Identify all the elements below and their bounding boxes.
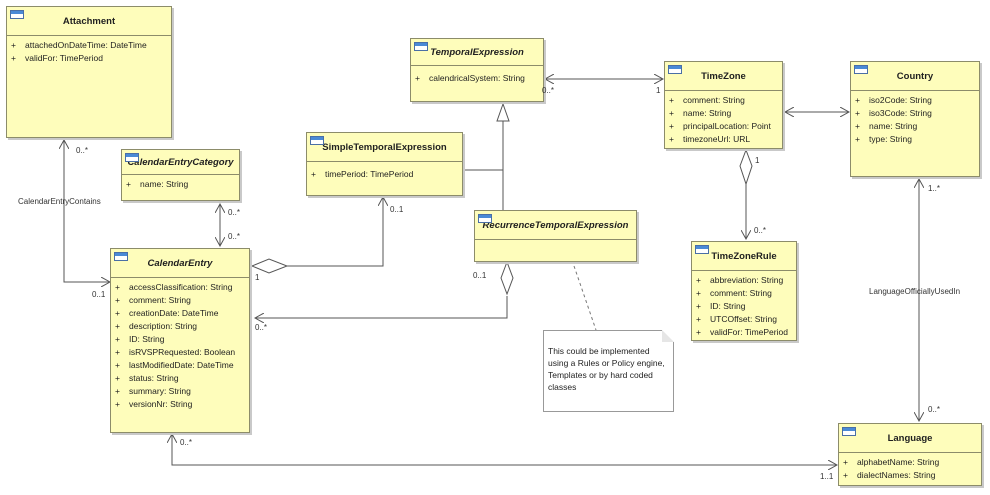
multiplicity: 1 <box>656 86 661 95</box>
attribute: +comment: String <box>669 95 745 105</box>
class-icon <box>842 427 856 436</box>
class-icon <box>10 10 24 19</box>
class-name: CalendarEntry <box>147 257 213 269</box>
class-temporal-expression[interactable]: TemporalExpression +calendricalSystem: S… <box>410 38 544 102</box>
multiplicity: 0..* <box>754 226 767 235</box>
multiplicity: 1 <box>755 156 760 165</box>
class-calendar-entry-category[interactable]: CalendarEntryCategory +name: String <box>121 149 240 201</box>
multiplicity: 0..* <box>180 438 193 447</box>
attribute: +accessClassification: String <box>115 282 233 292</box>
aggregation-diamond-timezone <box>739 148 753 186</box>
multiplicity: 1..* <box>928 184 941 193</box>
class-name: RecurrenceTemporalExpression <box>482 219 629 231</box>
class-icon <box>854 65 868 74</box>
implementation-note[interactable]: This could be implemented using a Rules … <box>543 330 674 412</box>
generalization-triangle <box>496 102 510 122</box>
attribute: +comment: String <box>696 288 772 298</box>
class-name: Attachment <box>62 15 116 27</box>
class-icon <box>125 153 139 162</box>
class-timezone-rule[interactable]: TimeZoneRule +abbreviation: String +comm… <box>691 241 797 341</box>
attribute: +ID: String <box>696 301 746 311</box>
class-language[interactable]: Language +alphabetName: String +dialectN… <box>838 423 982 486</box>
class-country[interactable]: Country +iso2Code: String +iso3Code: Str… <box>850 61 980 177</box>
attribute: +description: String <box>115 321 198 331</box>
multiplicity: 0..* <box>542 86 555 95</box>
class-name: Country <box>896 70 934 82</box>
aggregation-calendarentry-simple <box>287 197 383 267</box>
multiplicity: 0..* <box>255 323 268 332</box>
attribute: +summary: String <box>115 386 191 396</box>
attribute: +iso2Code: String <box>855 95 932 105</box>
class-icon <box>695 245 709 254</box>
attribute: +abbreviation: String <box>696 275 784 285</box>
attribute: +validFor: TimePeriod <box>696 327 788 337</box>
class-recurrence-temporal-expression[interactable]: RecurrenceTemporalExpression <box>474 210 637 262</box>
aggregation-diamond-simple <box>250 258 289 274</box>
multiplicity: 0..* <box>928 405 941 414</box>
note-anchor <box>573 265 597 331</box>
multiplicity: 0..* <box>228 208 241 217</box>
multiplicity: 1 <box>255 273 260 282</box>
class-timezone[interactable]: TimeZone +comment: String +name: String … <box>664 61 783 149</box>
attribute: +principalLocation: Point <box>669 121 771 131</box>
class-icon <box>668 65 682 74</box>
attribute: +attachedOnDateTime: DateTime <box>11 40 147 50</box>
multiplicity: 1..1 <box>820 472 834 481</box>
class-name: TemporalExpression <box>430 46 524 58</box>
assoc-attachment-calendarentry <box>64 140 110 282</box>
label-language-officially-used-in: LanguageOfficiallyUsedIn <box>869 287 961 296</box>
class-name: CalendarEntryCategory <box>127 156 234 168</box>
attribute: +name: String <box>855 121 918 131</box>
multiplicity: 0..* <box>76 146 89 155</box>
attribute: +isRVSPRequested: Boolean <box>115 347 236 357</box>
attribute: +creationDate: DateTime <box>115 308 219 318</box>
assoc-calendarentry-language <box>172 434 837 465</box>
aggregation-recurrence-calendarentry <box>255 296 508 318</box>
class-icon <box>114 252 128 261</box>
attribute: +versionNr: String <box>115 399 193 409</box>
attribute: +calendricalSystem: String <box>415 73 525 83</box>
attribute: +timezoneUrl: URL <box>669 134 751 144</box>
attribute: +status: String <box>115 373 179 383</box>
multiplicity: 0..* <box>228 232 241 241</box>
class-attachment[interactable]: Attachment +attachedOnDateTime: DateTime… <box>6 6 172 138</box>
label-calendar-entry-contains: CalendarEntryContains <box>18 197 101 206</box>
attribute: +name: String <box>126 179 189 189</box>
multiplicity: 0..1 <box>390 205 404 214</box>
class-name: TimeZone <box>701 70 746 82</box>
multiplicity: 0..1 <box>92 290 106 299</box>
class-icon <box>414 42 428 51</box>
class-icon <box>310 136 324 145</box>
attribute: +iso3Code: String <box>855 108 932 118</box>
attribute: +name: String <box>669 108 732 118</box>
attribute: +lastModifiedDate: DateTime <box>115 360 234 370</box>
attribute: +alphabetName: String <box>843 457 940 467</box>
class-name: SimpleTemporalExpression <box>322 141 447 153</box>
note-fold <box>662 330 674 342</box>
aggregation-diamond-recurrence <box>500 260 514 296</box>
class-name: Language <box>887 432 933 444</box>
class-calendar-entry[interactable]: CalendarEntry +accessClassification: Str… <box>110 248 250 433</box>
attribute: +comment: String <box>115 295 191 305</box>
attribute: +validFor: TimePeriod <box>11 53 103 63</box>
attribute: +UTCOffset: String <box>696 314 777 324</box>
class-simple-temporal-expression[interactable]: SimpleTemporalExpression +timePeriod: Ti… <box>306 132 463 196</box>
note-text: This could be implemented using a Rules … <box>548 346 665 392</box>
attribute: +type: String <box>855 134 912 144</box>
attribute: +timePeriod: TimePeriod <box>311 169 414 179</box>
attribute: +dialectNames: String <box>843 470 936 480</box>
attribute: +ID: String <box>115 334 165 344</box>
multiplicity: 0..1 <box>473 271 487 280</box>
class-icon <box>478 214 492 223</box>
class-name: TimeZoneRule <box>711 250 777 262</box>
